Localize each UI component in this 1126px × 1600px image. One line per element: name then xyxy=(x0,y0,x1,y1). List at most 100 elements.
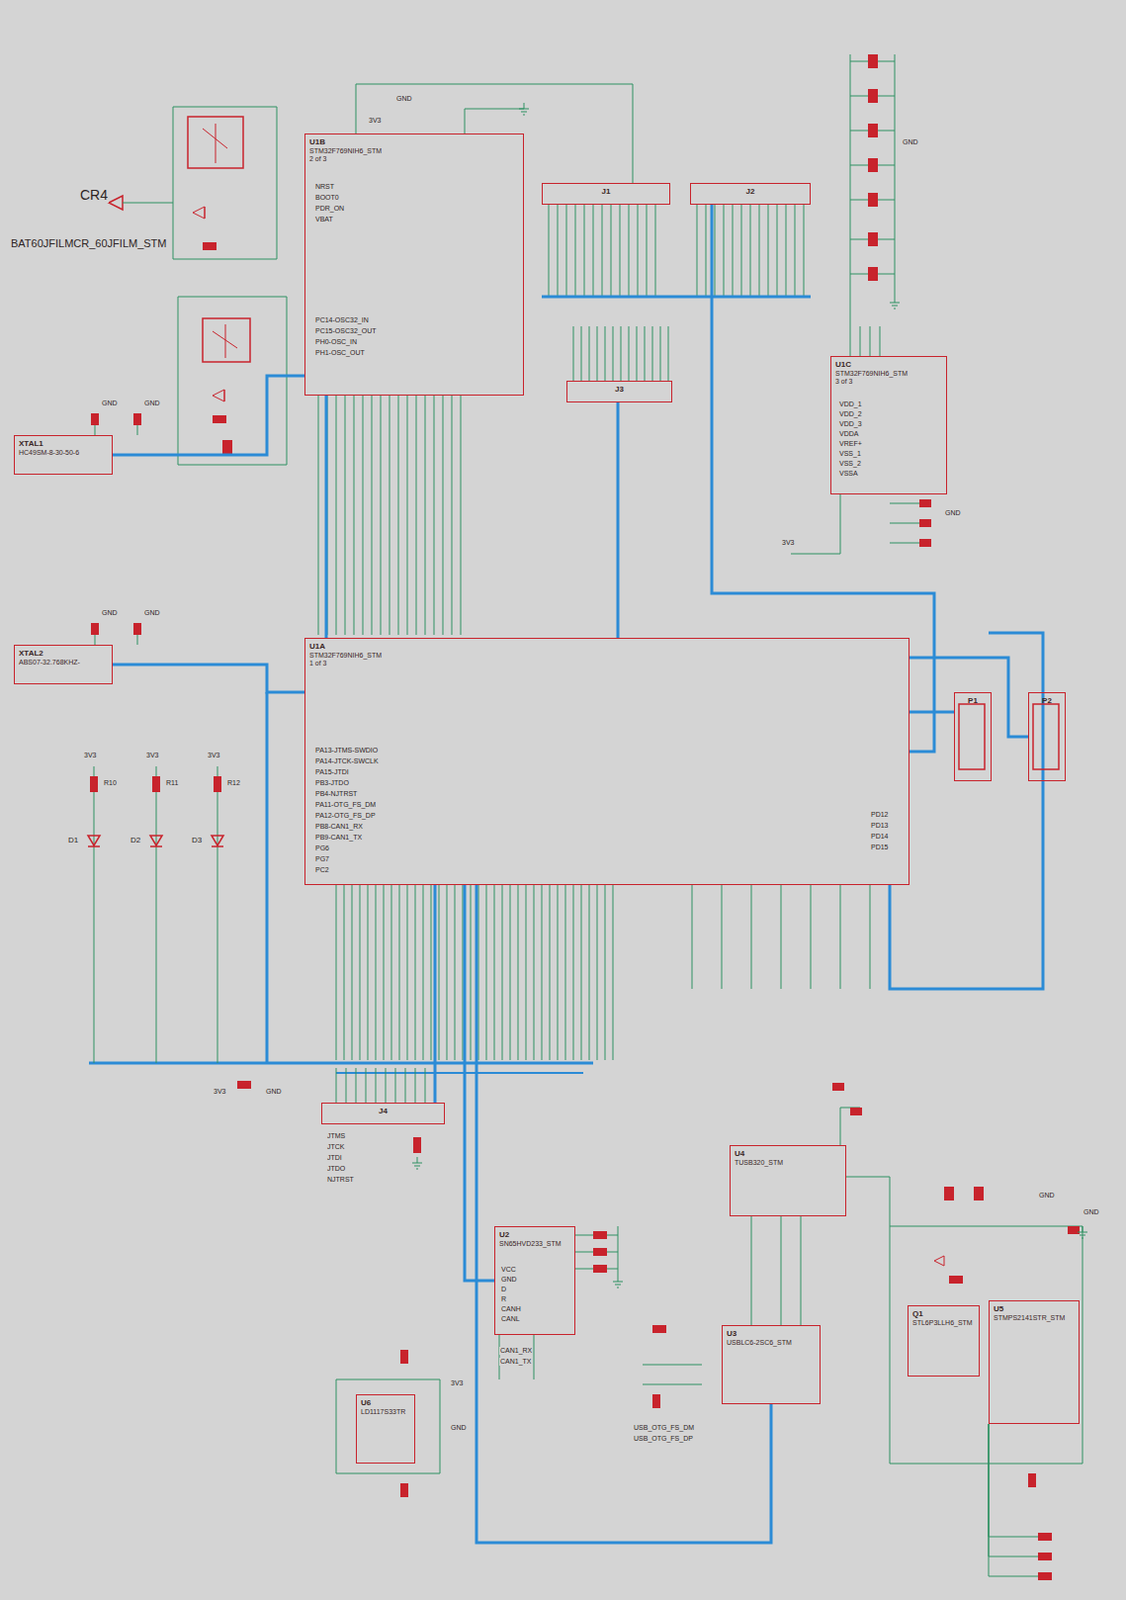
reference-designator: XTAL2 xyxy=(18,648,44,659)
capacitor-symbol xyxy=(133,622,142,635)
pin-name: VBAT xyxy=(314,215,335,224)
reference-designator: U4 xyxy=(734,1148,745,1159)
bus-line xyxy=(265,692,269,1063)
pin-name: PG6 xyxy=(314,844,331,853)
net-label: CAN1_RX xyxy=(499,1346,533,1355)
signal-wire xyxy=(177,296,287,465)
led-symbol xyxy=(211,835,224,847)
power-net-label: GND xyxy=(1082,1208,1101,1216)
pin-name: PC15-OSC32_OUT xyxy=(314,327,377,336)
power-net-label: 3V3 xyxy=(367,116,382,125)
signal-wire xyxy=(840,1107,890,1226)
pin-name: PB3-JTDO xyxy=(314,779,350,787)
reference-designator: U1A xyxy=(309,641,326,652)
signal-wire xyxy=(850,130,895,132)
signal-wire xyxy=(336,1379,440,1473)
signal-wire xyxy=(889,542,920,544)
crystal-box: XTAL2ABS07-32.768KHZ- xyxy=(13,644,113,685)
power-net-label: 3V3 xyxy=(212,1087,227,1096)
power-net-label: 3V3 xyxy=(449,1379,464,1387)
ground-symbol xyxy=(1077,1225,1088,1238)
capacitor-symbol xyxy=(867,123,878,138)
reference-designator: J3 xyxy=(614,384,624,395)
pin-name: VDD_3 xyxy=(838,420,864,429)
signal-wire xyxy=(93,766,95,1063)
mcu-part-box: U1ASTM32F769NIH6_STM1 of 3 xyxy=(304,637,910,885)
reference-designator: J1 xyxy=(602,186,611,197)
switch-symbol xyxy=(187,116,244,169)
capacitor-symbol xyxy=(90,622,99,635)
reference-designator: U2 xyxy=(499,1229,510,1240)
capacitor-symbol xyxy=(593,1247,607,1256)
pin-wire xyxy=(692,884,870,989)
bus-connector xyxy=(711,204,935,752)
power-net-label: GND xyxy=(395,94,414,103)
pin-header: J2 xyxy=(690,182,811,205)
switch-symbol xyxy=(212,324,238,358)
bus-connector xyxy=(325,395,329,638)
resistor-symbol xyxy=(413,1136,422,1153)
pin-name: PD13 xyxy=(869,821,890,830)
signal-wire xyxy=(850,165,895,167)
bus-line xyxy=(336,1071,584,1074)
ground-symbol xyxy=(412,1156,423,1169)
capacitor-symbol xyxy=(593,1264,607,1273)
part-value: ABS07-32.768KHZ- xyxy=(18,658,81,667)
part-value: STM32F769NIH6_STM xyxy=(309,651,382,660)
capacitor-symbol xyxy=(973,1186,984,1201)
crystal-box: XTAL1HC49SM-8-30-50-6 xyxy=(13,434,113,475)
signal-wire xyxy=(464,108,524,134)
part-value: SN65HVD233_STM xyxy=(499,1239,562,1248)
signal-wire xyxy=(988,1423,1039,1537)
diode-symbol xyxy=(212,389,225,402)
signal-wire xyxy=(850,54,895,356)
pin-header: J4 xyxy=(321,1102,445,1125)
pin-header: P2 xyxy=(1028,692,1066,781)
part-value: LD1117S33TR xyxy=(360,1407,406,1416)
reference-designator: D2 xyxy=(129,836,142,846)
part-value: USBLC6-2SC6_STM xyxy=(726,1338,792,1347)
pin-wire xyxy=(573,326,669,381)
ground-symbol xyxy=(519,102,529,115)
signal-wire xyxy=(575,1251,618,1253)
pin-name: PG7 xyxy=(314,855,331,864)
capacitor-symbol xyxy=(90,413,99,426)
pin-wire xyxy=(548,204,656,297)
signal-wire xyxy=(575,1234,618,1236)
pin-name: VDD_2 xyxy=(838,410,864,419)
signal-wire xyxy=(790,494,841,554)
diode-symbol xyxy=(108,195,123,210)
pin-name: PDR_ON xyxy=(314,204,346,213)
header-pins xyxy=(1033,703,1059,770)
capacitor-symbol xyxy=(867,232,878,247)
capacitor-symbol xyxy=(202,242,217,251)
header-pins xyxy=(958,703,985,770)
pin-name: PA15-JTDI xyxy=(314,768,350,777)
power-net-label: GND xyxy=(100,399,119,408)
signal-wire xyxy=(988,1423,1039,1576)
resistor-symbol xyxy=(213,776,222,792)
reference-designator: P2 xyxy=(1041,695,1052,706)
part-value: 2 of 3 xyxy=(309,155,328,164)
reference-designator: U5 xyxy=(993,1303,1004,1314)
part-value: 1 of 3 xyxy=(309,659,328,668)
signal-wire xyxy=(156,766,158,1063)
resistor-symbol xyxy=(652,1324,667,1333)
capacitor-symbol xyxy=(652,1393,661,1408)
pin-name: PD14 xyxy=(869,832,890,841)
bus-connector xyxy=(909,657,1029,737)
signal-wire xyxy=(642,1364,702,1385)
part-value: STM32F769NIH6_STM xyxy=(309,147,382,156)
reference-designator: J4 xyxy=(378,1106,388,1117)
reference-designator: R10 xyxy=(102,779,118,787)
resistor-symbol xyxy=(212,415,227,424)
pin-name: PC2 xyxy=(314,866,331,874)
net-label: JTCK xyxy=(326,1142,347,1151)
signal-wire xyxy=(94,425,96,435)
signal-wire xyxy=(850,199,895,201)
reference-designator: D1 xyxy=(67,836,80,846)
bus-layer xyxy=(112,204,1029,1543)
signal-wire xyxy=(137,425,139,435)
reference-designator: U6 xyxy=(360,1397,371,1408)
